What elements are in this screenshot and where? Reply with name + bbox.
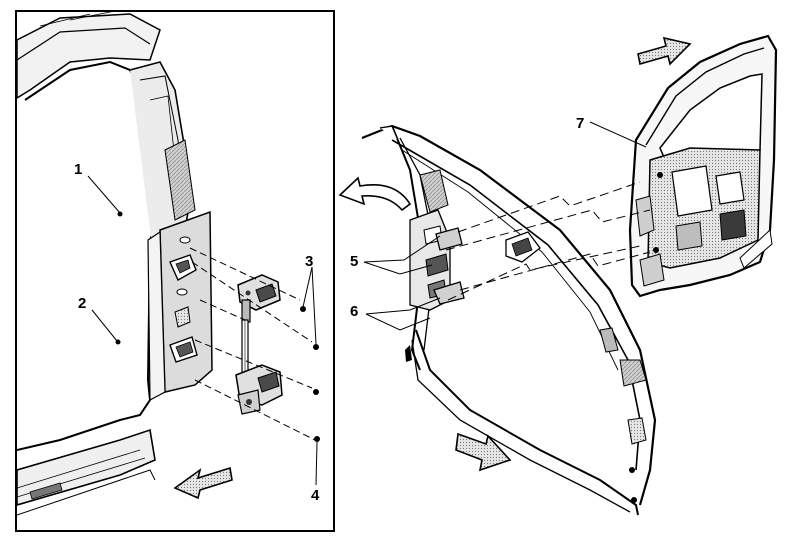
alignment-lines-right: [445, 181, 651, 301]
callout-3: 3: [305, 253, 313, 270]
swing-arrow: [338, 176, 412, 212]
callout-1: 1: [74, 161, 82, 178]
callout-2: 2: [78, 295, 86, 312]
direction-arrow-top-right: [637, 36, 692, 66]
direction-arrow-bottom: [455, 432, 512, 472]
hinge-bolts: [300, 306, 320, 442]
alignment-lines-left: [189, 247, 316, 441]
callout-7: 7: [576, 115, 584, 132]
callout-6: 6: [350, 303, 358, 320]
door-opening-view: [338, 34, 778, 516]
callout-4: 4: [311, 487, 320, 504]
detail-view-panel: [15, 10, 335, 532]
door-shell: [628, 34, 778, 298]
direction-arrow-left-panel: [173, 466, 233, 500]
callout-5: 5: [350, 253, 358, 270]
